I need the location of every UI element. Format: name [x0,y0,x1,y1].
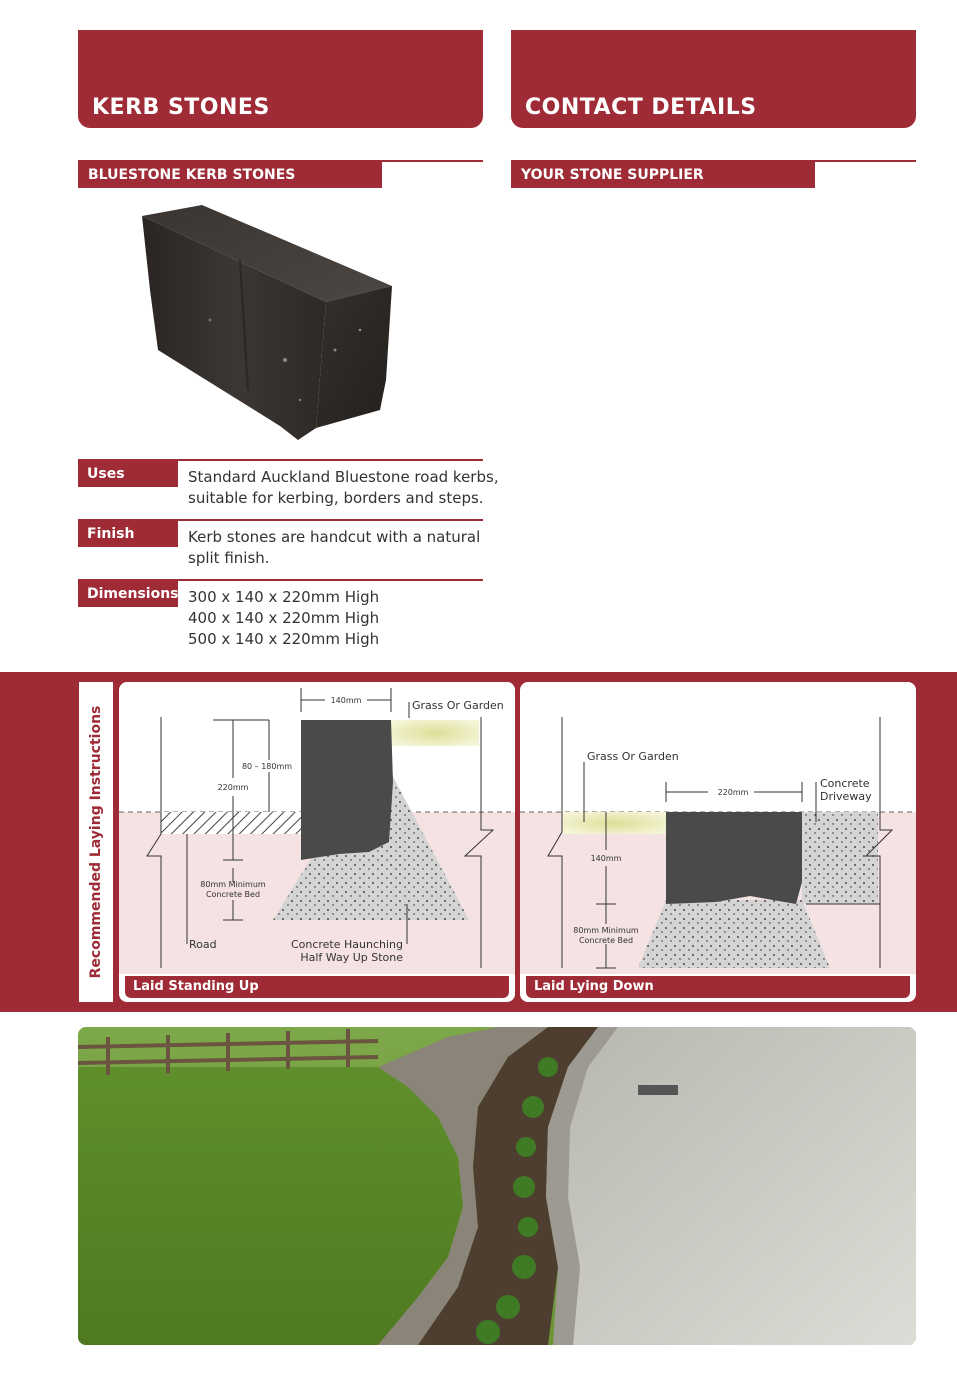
divider [511,160,916,162]
garden-kerb-photo [78,1027,916,1345]
lying-bed-line2: Concrete Bed [579,936,633,945]
dimension-line: 500 x 140 x 220mm High [188,630,380,648]
lying-height-dim: 140mm [591,854,622,863]
divider [78,579,483,581]
laid-standing-up-panel: 140mm 220mm 80 – 180mm 80mm Minimum Conc… [119,682,515,1002]
finish-value: Kerb stones are handcut with a natural s… [188,527,488,569]
finish-label: Finish [78,521,178,547]
lying-concrete-line2: Driveway [820,790,872,803]
your-stone-supplier-heading: YOUR STONE SUPPLIER [511,162,815,188]
uses-value: Standard Auckland Bluestone road kerbs, … [188,467,499,509]
kerb-stones-title: KERB STONES [92,95,270,120]
standing-width-dim: 140mm [331,696,362,705]
laid-lying-down-panel: 220mm 140mm 80mm Minimum Concrete Bed Gr… [520,682,916,1002]
laid-standing-up-label: Laid Standing Up [125,976,509,998]
uses-line: Standard Auckland Bluestone road kerbs, [188,468,499,486]
divider [78,519,483,521]
standing-grass-label: Grass Or Garden [412,699,504,712]
standing-haunch-line1: Concrete Haunching [291,938,403,951]
kerb-stone-image [142,205,392,440]
lying-bed-line1: 80mm Minimum [573,926,639,935]
standing-road-label: Road [189,938,217,951]
lying-down-diagram: 220mm 140mm 80mm Minimum Concrete Bed Gr… [520,717,916,974]
lying-concrete-line1: Concrete [820,777,870,790]
garden-kerb-illustration [78,1027,916,1345]
standing-bed-line2: Concrete Bed [206,890,260,899]
standing-height-dim: 220mm [218,783,249,792]
laid-lying-down-label: Laid Lying Down [526,976,910,998]
contact-details-title: CONTACT DETAILS [525,95,757,120]
lying-grass-label: Grass Or Garden [587,750,679,763]
finish-line: split finish. [188,549,270,567]
dimension-line: 400 x 140 x 220mm High [188,609,380,627]
uses-line: suitable for kerbing, borders and steps. [188,489,484,507]
dimensions-value: 300 x 140 x 220mm High 400 x 140 x 220mm… [188,587,488,650]
laying-instructions-title: Recommended Laying Instructions [88,705,104,979]
lying-width-dim: 220mm [718,788,749,797]
kerb-stones-banner: KERB STONES [78,30,483,128]
contact-details-banner: CONTACT DETAILS [511,30,916,128]
standing-exposed-dim: 80 – 180mm [242,762,292,771]
uses-label: Uses [78,461,178,487]
divider [78,459,483,461]
standing-haunch-line2: Half Way Up Stone [300,951,403,964]
divider [78,160,483,162]
finish-line: Kerb stones are handcut with a natural [188,528,481,546]
standing-bed-line1: 80mm Minimum [200,880,266,889]
dimensions-label: Dimensions [78,581,179,607]
bluestone-kerb-stones-heading: BLUESTONE KERB STONES [78,162,382,188]
laying-instructions-side-tab: Recommended Laying Instructions [79,682,113,1002]
standing-up-diagram: 140mm 220mm 80 – 180mm 80mm Minimum Conc… [119,688,515,974]
dimension-line: 300 x 140 x 220mm High [188,588,380,606]
